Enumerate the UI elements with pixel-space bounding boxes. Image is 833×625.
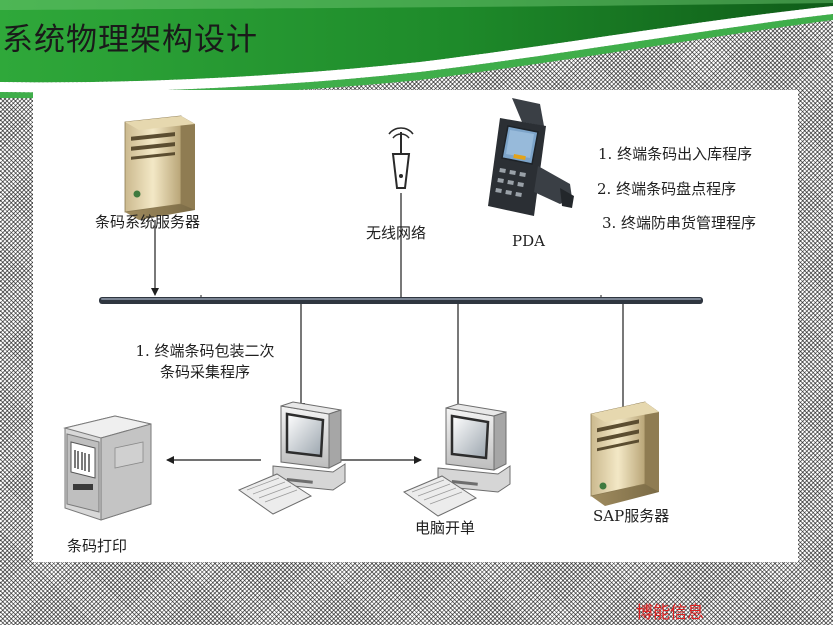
pda-program-item: 3. 终端防串货管理程序 <box>601 214 757 232</box>
architecture-diagram <box>63 98 703 521</box>
packing-program-caption: 1. 终端条码包装二次 条码采集程序 <box>125 341 285 383</box>
company-name: 博能信息 <box>636 603 704 623</box>
wireless-network-label: 无线网络 <box>366 224 427 242</box>
wireless-antenna-icon <box>388 127 414 189</box>
handheld-scanner-icon <box>488 98 574 216</box>
server-tower-icon <box>124 115 195 220</box>
pda-program-item: 2. 终端条码盘点程序 <box>597 180 737 198</box>
header-swoosh <box>0 0 833 99</box>
desktop-computer-icon <box>237 401 346 515</box>
slide-title: 系统物理架构设计 <box>2 22 258 58</box>
server-tower-icon <box>590 401 659 506</box>
desktop-computer-icon <box>402 403 511 517</box>
packing-program-line: 1. 终端条码包装二次 <box>135 342 275 360</box>
pda-label: PDA <box>512 232 545 250</box>
barcode-server-label: 条码系统服务器 <box>95 213 201 231</box>
order-pc-label: 电脑开单 <box>415 519 476 537</box>
packing-program-line: 条码采集程序 <box>159 363 250 381</box>
slide-header: 系统物理架构设计 <box>0 0 833 100</box>
network-bus <box>99 297 703 304</box>
barcode-printer-label: 条码打印 <box>67 537 128 555</box>
diagram-panel: 条码系统服务器 无线网络 PDA 电脑开单 SAP服务器 条码打印 1. 终端条… <box>33 90 798 562</box>
barcode-printer-icon <box>63 415 152 521</box>
pda-program-item: 1. 终端条码出入库程序 <box>598 145 753 163</box>
sap-server-label: SAP服务器 <box>593 507 670 525</box>
